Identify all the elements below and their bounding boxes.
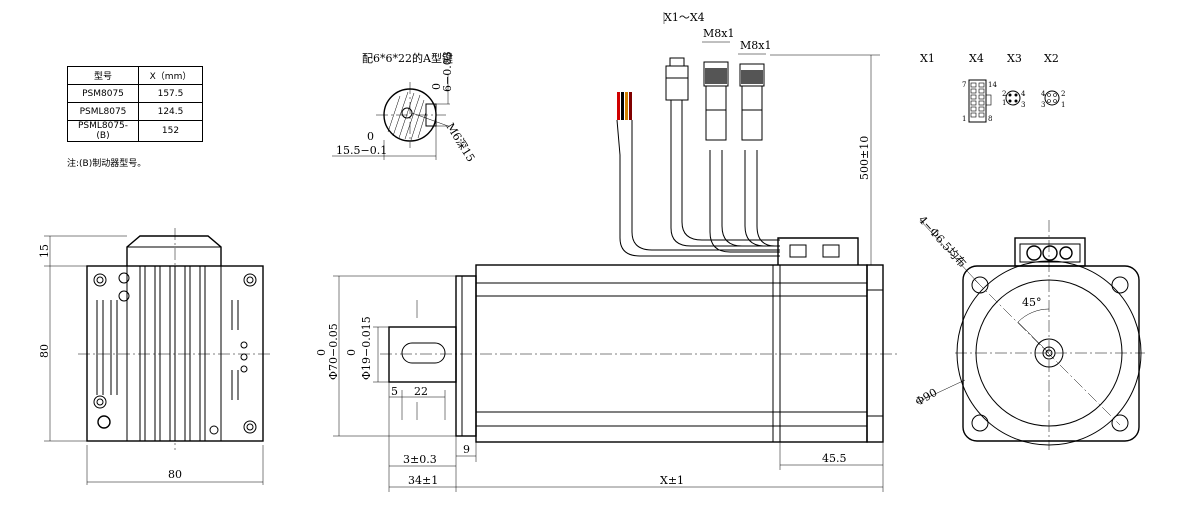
cell-model: PSML8075-(B) bbox=[67, 120, 139, 142]
connector-pinouts: X1 X4 X3 X2 7 14 1 8 2 4 1 3 4 2 3 bbox=[920, 52, 1065, 123]
spec-table: 型号 X（mm） PSM8075 157.5 PSML8075 124.5 PS… bbox=[67, 66, 203, 142]
cable-length: 500±10 bbox=[858, 136, 871, 180]
x3-pin-4: 4 bbox=[1021, 90, 1026, 98]
x2-pin-4: 4 bbox=[1041, 90, 1046, 98]
label-m8-right: M8x1 bbox=[740, 39, 771, 52]
phi19-tol-top: 0 bbox=[345, 349, 358, 356]
phi70-tol-top: 0 bbox=[315, 349, 328, 356]
phi70-tol-bottom: Φ70−0.05 bbox=[327, 323, 340, 380]
key-title: 配6*6*22的A型键 bbox=[362, 51, 453, 65]
key-dim-top: 0 bbox=[367, 130, 374, 143]
rear-length: 45.5 bbox=[822, 452, 847, 465]
front-dim-height: 80 bbox=[38, 344, 51, 358]
table-row: PSML8075-(B) 152 bbox=[67, 120, 203, 142]
table-row: PSM8075 157.5 bbox=[67, 84, 203, 103]
x4-pin-7: 7 bbox=[962, 81, 966, 89]
front-dim-width: 80 bbox=[168, 468, 182, 481]
x3-pin-1: 1 bbox=[1002, 99, 1006, 107]
x3-pin-3: 3 bbox=[1021, 101, 1025, 109]
key-dim-bottom: 15.5−0.1 bbox=[336, 144, 387, 157]
label-m8-left: M8x1 bbox=[703, 27, 734, 40]
side-view: X1～X4 M8x1 M8x1 500±10 0 Φ70−0.05 0 Φ19−… bbox=[315, 11, 900, 492]
x4-pin-14: 14 bbox=[988, 81, 997, 89]
shaft-step: 3±0.3 bbox=[403, 453, 437, 466]
brake-note: 注:(B)制动器型号。 bbox=[67, 159, 147, 169]
x2-pin-3: 3 bbox=[1041, 101, 1045, 109]
key-length: 22 bbox=[414, 385, 428, 398]
end-view: 45° 4−Φ6.5均布 Φ90 bbox=[913, 213, 1145, 450]
x3-pin-2: 2 bbox=[1002, 90, 1006, 98]
key-thread: M6深15 bbox=[443, 121, 477, 165]
phi19-tol-bottom: Φ19−0.015 bbox=[360, 316, 373, 380]
shaft-length: 34±1 bbox=[408, 474, 438, 487]
cell-x: 152 bbox=[138, 120, 203, 142]
label-x1-x4: X1～X4 bbox=[664, 11, 705, 24]
x4-pin-1: 1 bbox=[962, 115, 966, 123]
conn-name-x2: X2 bbox=[1044, 52, 1059, 65]
x4-pin-8: 8 bbox=[988, 115, 992, 123]
table-header: 型号 X（mm） bbox=[67, 66, 203, 85]
key-offset: 5 bbox=[391, 385, 398, 398]
x2-pin-2: 2 bbox=[1061, 90, 1065, 98]
conn-name-x4: X4 bbox=[969, 52, 984, 65]
key-section-view: 配6*6*22的A型键 0 6−0.03 M6深15 0 15.5−0.1 bbox=[332, 51, 477, 164]
bolt-holes: 4−Φ6.5均布 bbox=[916, 213, 969, 270]
conn-name-x1: X1 bbox=[920, 52, 935, 65]
key-tol-bottom: 6−0.03 bbox=[441, 51, 454, 92]
conn-name-x3: X3 bbox=[1007, 52, 1022, 65]
flange-thickness: 9 bbox=[463, 443, 470, 456]
front-dim-top: 15 bbox=[38, 244, 51, 258]
total-length: X±1 bbox=[660, 474, 684, 487]
key-tol-top: 0 bbox=[430, 83, 443, 90]
front-view: 15 80 80 bbox=[38, 228, 272, 485]
pitch-circle: Φ90 bbox=[913, 386, 939, 409]
bolt-angle: 45° bbox=[1022, 296, 1042, 309]
x2-pin-1: 1 bbox=[1061, 101, 1065, 109]
